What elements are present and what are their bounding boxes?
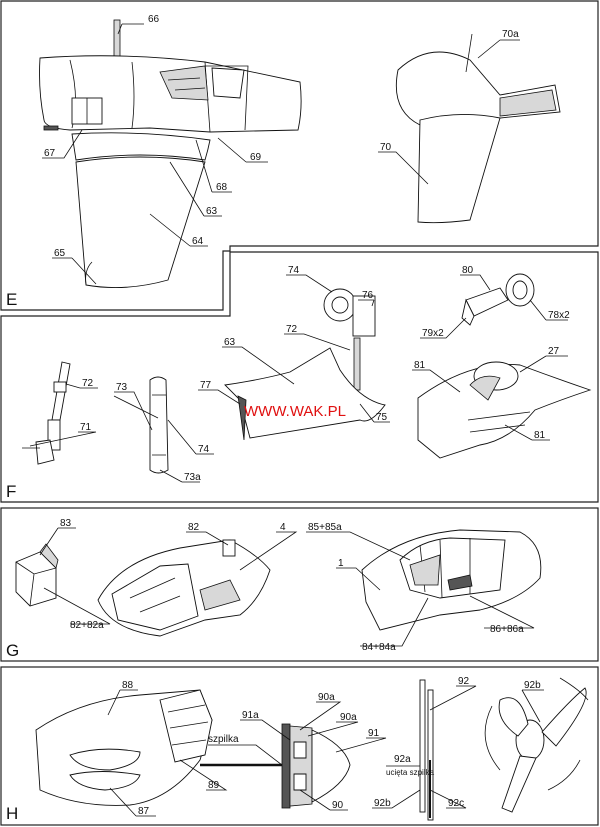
- spinner-cone: [311, 729, 351, 803]
- section-g-frame: [0, 507, 599, 662]
- section-f-frame: [0, 251, 599, 503]
- rod-92b: [419, 679, 426, 813]
- label-81b: 81: [534, 430, 546, 441]
- label-64: 64: [192, 236, 204, 247]
- label-70a: 70a: [502, 29, 519, 40]
- label-73: 73: [116, 382, 128, 393]
- label-szpilka: szpilka: [208, 734, 239, 745]
- section-f-labels: 74 76 72 63 77 75 80 79x2 78x2 81 27 81 …: [80, 265, 570, 483]
- label-76: 76: [362, 290, 374, 301]
- section-f-drawing: [22, 273, 592, 483]
- propeller-blade-3: [501, 755, 537, 813]
- label-68: 68: [216, 182, 228, 193]
- label-90a-b: 90a: [340, 712, 357, 723]
- label-86-86a: 86+86a: [490, 624, 524, 635]
- label-75: 75: [376, 412, 388, 423]
- fuselage-lower: [75, 156, 206, 289]
- spinner-disc: [281, 723, 291, 809]
- label-82: 82: [188, 522, 200, 533]
- label-cut-pin: ucięta szpilka: [386, 768, 435, 777]
- label-85-85a: 85+85a: [308, 522, 342, 533]
- section-e-drawing: [39, 19, 561, 289]
- label-69: 69: [250, 152, 262, 163]
- label-92c: 92c: [448, 798, 464, 809]
- label-27: 27: [548, 346, 560, 357]
- label-83: 83: [60, 518, 72, 529]
- section-g-labels: 83 82+82a 82 4 85+85a 1 84+84a 86+86a: [60, 518, 524, 653]
- label-88: 88: [122, 680, 134, 691]
- label-72b: 72: [82, 378, 94, 389]
- nose-lower: [417, 114, 501, 224]
- cockpit-opening: [159, 65, 209, 101]
- section-h-title: H: [6, 804, 18, 823]
- watermark: WWW.WAK.PL: [244, 403, 346, 420]
- section-e-frame: [0, 0, 599, 311]
- label-1: 1: [338, 558, 344, 569]
- part-73: [149, 376, 169, 474]
- section-g-title: G: [6, 641, 19, 660]
- fuselage-band: [71, 132, 211, 161]
- label-73a: 73a: [184, 472, 201, 483]
- label-89: 89: [208, 780, 220, 791]
- panel-63: [224, 347, 386, 439]
- label-84-84a: 84+84a: [362, 642, 396, 653]
- label-67: 67: [44, 148, 56, 159]
- label-72: 72: [286, 324, 298, 335]
- propeller-blade-1: [498, 697, 529, 737]
- label-66: 66: [148, 14, 160, 25]
- label-81: 81: [414, 360, 426, 371]
- section-h-drawing: [35, 677, 589, 821]
- label-74: 74: [288, 265, 300, 276]
- label-92: 92: [458, 676, 470, 687]
- label-77: 77: [200, 380, 212, 391]
- section-h-frame: [0, 666, 599, 826]
- label-92a: 92a: [394, 754, 411, 765]
- label-92b-prop: 92b: [524, 680, 541, 691]
- label-80: 80: [462, 265, 474, 276]
- propeller-blade-2: [541, 687, 587, 747]
- label-92b: 92b: [374, 798, 391, 809]
- label-4: 4: [280, 522, 286, 533]
- label-90a: 90a: [318, 692, 335, 703]
- label-91a: 91a: [242, 710, 259, 721]
- section-e-labels: 66 67 68 69 63 64 65 70a 70: [44, 14, 519, 259]
- label-74b: 74: [198, 444, 210, 455]
- label-90: 90: [332, 800, 344, 811]
- label-78x2: 78x2: [548, 310, 570, 321]
- label-63: 63: [206, 206, 218, 217]
- label-91: 91: [368, 728, 380, 739]
- label-87: 87: [138, 806, 150, 817]
- rod-92c: [427, 689, 434, 821]
- label-65: 65: [54, 248, 66, 259]
- label-71: 71: [80, 422, 92, 433]
- label-79x2: 79x2: [422, 328, 444, 339]
- section-h-labels: 88 89 87 91a 90a 90a 91 90 szpilka 92 92…: [122, 676, 541, 817]
- label-63: 63: [224, 337, 236, 348]
- section-e-title: E: [6, 290, 17, 309]
- section-f-title: F: [6, 482, 16, 501]
- section-g-drawing: [15, 527, 542, 647]
- label-82-82a: 82+82a: [70, 620, 104, 631]
- label-70: 70: [380, 142, 392, 153]
